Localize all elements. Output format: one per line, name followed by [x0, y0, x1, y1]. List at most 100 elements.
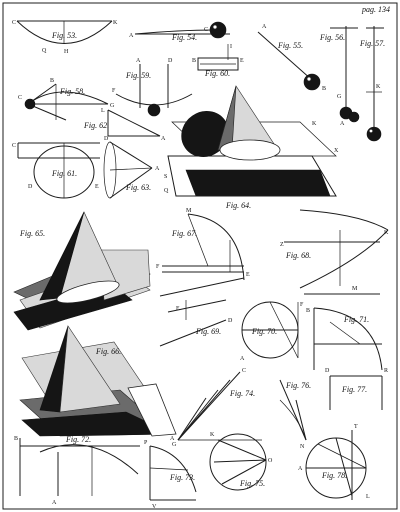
svg-text:P: P [144, 440, 148, 446]
svg-text:T: T [354, 424, 358, 430]
svg-text:Fig. 58.: Fig. 58. [59, 87, 85, 96]
svg-text:C: C [18, 95, 22, 101]
svg-text:Fig. 76.: Fig. 76. [285, 381, 311, 390]
figure-67: Fig. 67. M F E [156, 208, 250, 281]
svg-text:A: A [170, 436, 175, 442]
figure-75: Fig. 75. K O [209, 432, 273, 491]
svg-text:H: H [64, 49, 69, 55]
svg-text:K: K [210, 432, 215, 438]
svg-text:S: S [164, 174, 167, 180]
svg-text:A: A [240, 356, 245, 362]
figure-58: Fig. 58. C B G [18, 78, 115, 121]
svg-text:B: B [50, 78, 54, 84]
svg-text:D: D [28, 184, 33, 190]
figure-74: Fig. 74. G C [172, 368, 262, 448]
svg-text:K: K [312, 121, 317, 127]
svg-text:I: I [230, 44, 232, 50]
figure-59: Fig. 59. A D F [112, 58, 193, 117]
svg-text:B: B [192, 58, 196, 64]
svg-text:Fig. 64.: Fig. 64. [225, 201, 251, 210]
svg-text:Fig. 57.: Fig. 57. [359, 39, 385, 48]
figure-61: Fig. 61. C D E [12, 142, 100, 199]
svg-text:D: D [325, 368, 330, 374]
figure-77: Fig. 77. D [325, 368, 383, 410]
svg-text:A: A [155, 166, 160, 172]
svg-text:R: R [384, 368, 388, 374]
svg-text:Q: Q [42, 48, 47, 54]
svg-text:E: E [240, 58, 244, 64]
svg-text:Fig. 56.: Fig. 56. [319, 33, 345, 42]
svg-text:Fig. 54.: Fig. 54. [171, 33, 197, 42]
svg-text:X: X [334, 148, 339, 154]
svg-text:Fig. 67.: Fig. 67. [171, 229, 197, 238]
figure-56: Fig. 56. G A [319, 26, 360, 127]
svg-text:G: G [110, 103, 115, 109]
svg-text:Fig. 59.: Fig. 59. [125, 71, 151, 80]
figure-54: Fig. 54. A C I [129, 21, 232, 60]
svg-text:Fig. 72.: Fig. 72. [65, 435, 91, 444]
figure-71: Fig. 71. B R [306, 307, 388, 374]
svg-text:A: A [340, 121, 345, 127]
svg-text:M: M [352, 286, 358, 292]
figure-60: Fig. 60. B E [192, 57, 244, 78]
svg-text:Q: Q [164, 188, 169, 194]
page-number: pag. 134 [361, 5, 390, 14]
svg-text:F: F [156, 264, 160, 270]
figure-72: Fig. 72. B A [14, 435, 140, 506]
figure-53: Fig. 53. C K Q H [12, 20, 118, 55]
figure-57: Fig. 57. K [359, 26, 385, 142]
svg-text:A: A [298, 466, 303, 472]
figure-66: Fig. 66. A [19, 325, 177, 442]
svg-text:F: F [112, 88, 116, 94]
svg-text:D: D [104, 136, 109, 142]
figure-70: Fig. 70. A F [240, 301, 304, 362]
svg-text:Fig. 62.: Fig. 62. [83, 121, 109, 130]
svg-text:Fig. 77.: Fig. 77. [341, 385, 367, 394]
figure-76: Fig. 76. N [279, 379, 311, 450]
svg-text:Fig. 53.: Fig. 53. [51, 31, 77, 40]
svg-text:K: K [113, 20, 118, 26]
svg-text:V: V [152, 504, 157, 510]
figure-78: Fig. 78. A T L [298, 424, 370, 500]
figure-69: Fig. 69. E D [159, 277, 245, 347]
svg-text:C: C [242, 368, 246, 374]
svg-text:Fig. 60.: Fig. 60. [204, 69, 230, 78]
svg-text:C: C [12, 20, 16, 26]
svg-text:E: E [246, 272, 250, 278]
svg-text:N: N [300, 444, 305, 450]
svg-text:C: C [204, 27, 208, 33]
svg-text:E: E [176, 306, 180, 312]
figure-55: Fig. 55. A B [257, 24, 326, 92]
svg-text:K: K [384, 230, 389, 236]
svg-text:Fig. 55.: Fig. 55. [277, 41, 303, 50]
svg-text:Fig. 71.: Fig. 71. [343, 315, 369, 324]
svg-text:Fig. 68.: Fig. 68. [285, 251, 311, 260]
svg-text:B: B [14, 436, 18, 442]
svg-text:C: C [12, 143, 16, 149]
svg-text:D: D [228, 318, 233, 324]
svg-text:K: K [376, 84, 381, 90]
svg-text:Fig. 78.: Fig. 78. [321, 471, 347, 480]
figure-62: Fig. 62. L A [83, 108, 166, 142]
svg-text:A: A [129, 33, 134, 39]
svg-text:A: A [52, 500, 57, 506]
svg-text:Fig. 73.: Fig. 73. [169, 473, 195, 482]
svg-text:A: A [161, 136, 166, 142]
svg-text:M: M [186, 208, 192, 214]
svg-text:F: F [300, 302, 304, 308]
svg-text:A: A [136, 58, 141, 64]
svg-text:Fig. 63.: Fig. 63. [125, 183, 151, 192]
figure-63: Fig. 63. D A [103, 136, 160, 199]
svg-text:E: E [95, 184, 99, 190]
svg-text:Fig. 74.: Fig. 74. [229, 389, 255, 398]
svg-text:A: A [262, 24, 267, 30]
figure-65: Fig. 65. [13, 211, 151, 331]
figure-73: Fig. 73. P V [144, 440, 197, 510]
svg-text:G: G [172, 442, 177, 448]
svg-text:B: B [322, 86, 326, 92]
svg-text:Fig. 66.: Fig. 66. [95, 347, 121, 356]
svg-text:L: L [101, 108, 105, 114]
svg-text:O: O [268, 458, 273, 464]
